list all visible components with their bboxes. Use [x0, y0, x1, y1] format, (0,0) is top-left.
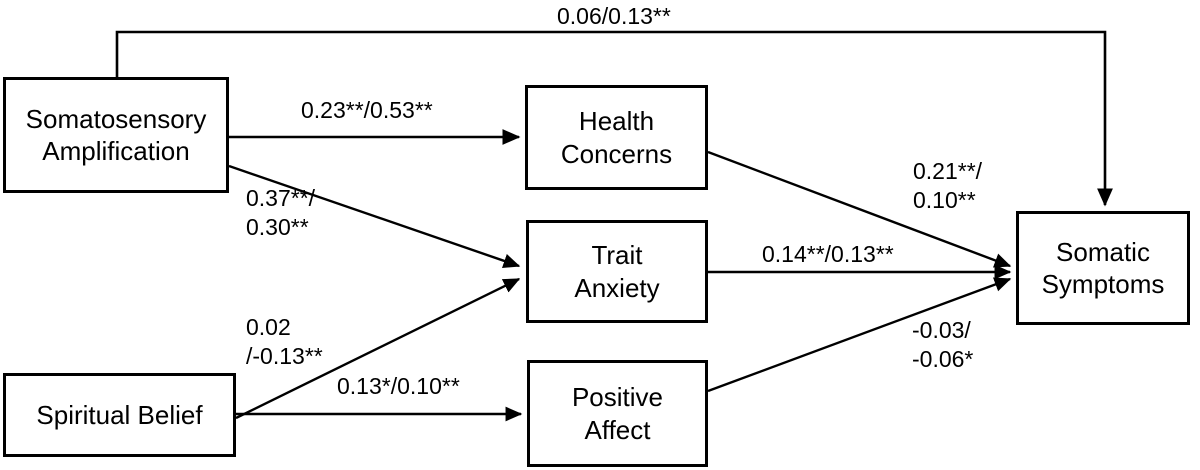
- edge-label-sb-to-pa: 0.13*/0.10**: [337, 373, 460, 399]
- node-label: Trait Anxiety: [574, 240, 660, 303]
- edge-hc-to-ss: [707, 150, 1012, 268]
- node-health-concerns[interactable]: Health Concerns: [525, 85, 708, 190]
- node-somatosensory-amplification[interactable]: Somatosensory Amplification: [3, 77, 229, 193]
- node-label: Health Concerns: [560, 106, 673, 169]
- edge-sb-to-ta: [235, 277, 521, 420]
- edge-sa-to-ss: [115, 30, 1114, 207]
- edge-label-sa-to-hc: 0.23**/0.53**: [301, 97, 433, 123]
- node-label: Spiritual Belief: [36, 399, 203, 430]
- node-positive-affect[interactable]: Positive Affect: [527, 360, 708, 467]
- edge-label-pa-to-ss: -0.03/ -0.06*: [912, 317, 974, 373]
- node-label: Somatic Symptoms: [1041, 236, 1165, 300]
- edge-label-sb-to-ta: 0.02 /-0.13**: [246, 314, 323, 370]
- node-label: Positive Affect: [571, 382, 664, 445]
- edge-sa-to-ta: [228, 164, 521, 268]
- edge-label-hc-to-ss: 0.21**/ 0.10**: [913, 158, 983, 214]
- node-trait-anxiety[interactable]: Trait Anxiety: [526, 220, 708, 323]
- node-label: Somatosensory Amplification: [25, 103, 207, 167]
- edge-pa-to-ss: [707, 277, 1012, 393]
- edge-label-sa-to-ta: 0.37**/ 0.30**: [246, 185, 316, 241]
- edge-label-sa-to-ss: 0.06/0.13**: [557, 3, 671, 29]
- node-spiritual-belief[interactable]: Spiritual Belief: [3, 373, 236, 457]
- node-somatic-symptoms[interactable]: Somatic Symptoms: [1016, 211, 1190, 325]
- edge-label-ta-to-ss: 0.14**/0.13**: [762, 241, 894, 267]
